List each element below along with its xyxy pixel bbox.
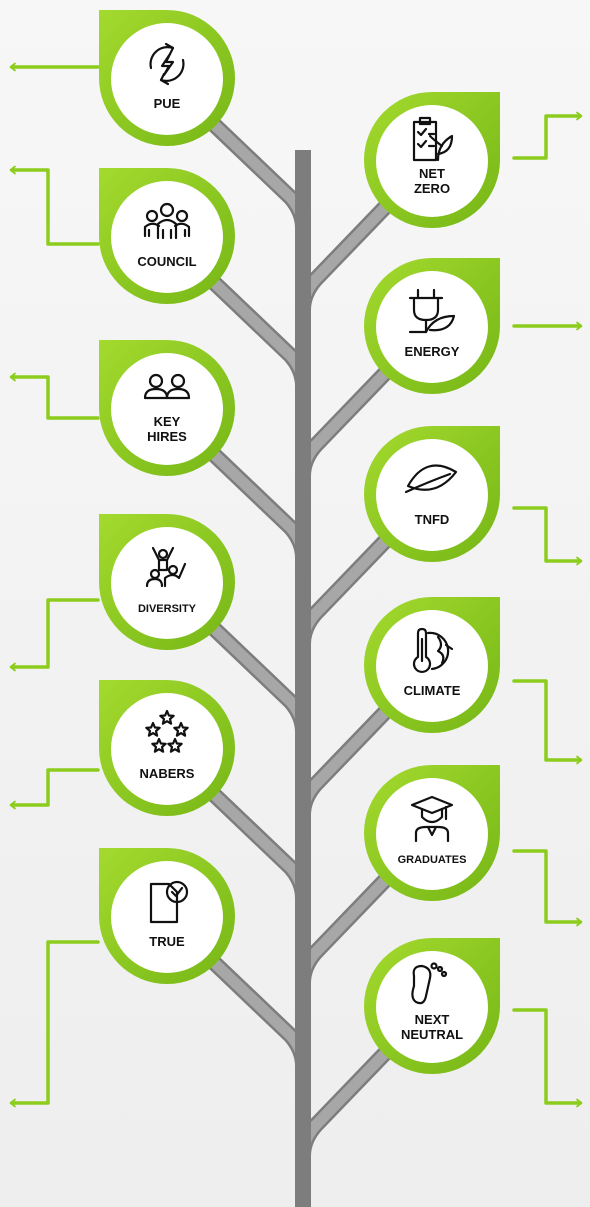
node-label-energy: ENERGY [405, 344, 460, 359]
badge-face [111, 353, 223, 465]
node-label-net-zero-1: ZERO [414, 181, 450, 196]
node-label-climate: CLIMATE [404, 683, 461, 698]
node-label-diversity: DIVERSITY [138, 603, 197, 615]
node-label-nabers: NABERS [140, 766, 195, 781]
node-pue: PUE [99, 10, 235, 146]
arrow-graduates [512, 849, 583, 927]
plug-leaf-icon [408, 288, 456, 334]
node-label-net-zero-0: NET [419, 166, 445, 181]
node-label-true: TRUE [149, 934, 185, 949]
node-label-council: COUNCIL [137, 254, 196, 269]
arrow-council [9, 165, 100, 246]
arrow-true [9, 940, 100, 1108]
node-label-pue: PUE [154, 96, 181, 111]
badge-face [111, 861, 223, 973]
thermometer-globe-icon [412, 627, 454, 674]
badge-face [376, 610, 488, 722]
badge-face [376, 439, 488, 551]
node-tnfd: TNFD [364, 426, 500, 562]
node-label-next-neutral-0: NEXT [415, 1012, 450, 1027]
node-true: TRUE [99, 848, 235, 984]
arrow-net-zero [512, 111, 583, 160]
node-nabers: NABERS [99, 680, 235, 816]
badge-face [111, 181, 223, 293]
node-climate: CLIMATE [364, 597, 500, 733]
node-label-key-hires-0: KEY [154, 414, 181, 429]
arrow-key-hires [9, 372, 100, 420]
group-icon [143, 202, 191, 240]
arrow-next-neutral [512, 1008, 583, 1108]
node-label-tnfd: TNFD [415, 512, 450, 527]
badge-face [111, 527, 223, 639]
arrow-nabers [9, 768, 100, 810]
footprint-icon [411, 962, 448, 1005]
arrow-tnfd [512, 506, 583, 566]
people-raising-hands-icon [145, 546, 187, 588]
leaf-icon [404, 464, 458, 494]
document-check-icon [149, 880, 189, 924]
node-energy: ENERGY [364, 258, 500, 394]
node-graduates: GRADUATES [364, 765, 500, 901]
two-people-icon [143, 373, 191, 400]
five-stars-icon [145, 709, 189, 753]
node-label-key-hires-1: HIRES [147, 429, 187, 444]
badge-face [376, 271, 488, 383]
badge-face [111, 693, 223, 805]
arrow-connectors [9, 62, 583, 1108]
node-diversity: DIVERSITY [99, 514, 235, 650]
badge-face [376, 951, 488, 1063]
badge-face [111, 23, 223, 135]
clipboard-leaf-icon [412, 116, 454, 162]
graduate-icon [410, 795, 454, 843]
node-council: COUNCIL [99, 168, 235, 304]
arrow-climate [512, 679, 583, 765]
node-label-graduates: GRADUATES [398, 854, 467, 866]
energy-cycle-icon [149, 42, 185, 86]
node-label-next-neutral-1: NEUTRAL [401, 1027, 463, 1042]
arrow-diversity [9, 598, 100, 672]
